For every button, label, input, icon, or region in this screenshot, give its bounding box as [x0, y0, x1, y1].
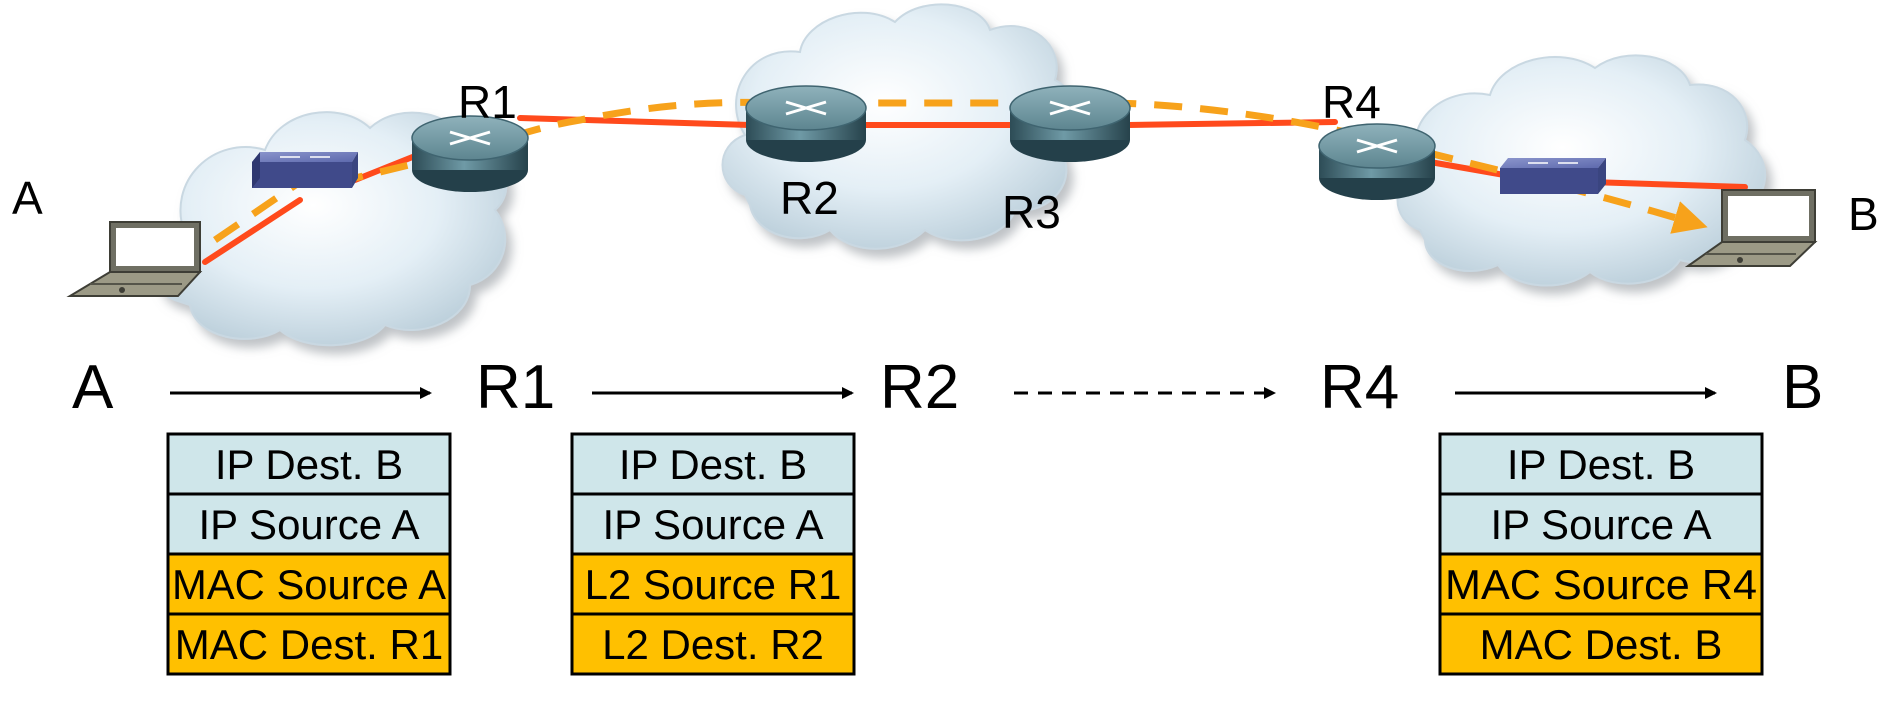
- router-r2-icon: [745, 85, 867, 162]
- router-r4-icon: [1318, 123, 1436, 200]
- flow-label-b: B: [1782, 353, 1823, 422]
- frame3-l2-dest-cell: [1438, 612, 1764, 676]
- frame2-ip-source-cell: [570, 492, 856, 556]
- flow-label-r2: R2: [880, 353, 959, 422]
- frame1-l2-source-cell: [166, 552, 452, 616]
- router-r3-icon: [1009, 85, 1131, 162]
- flow-label-r1: R1: [476, 353, 555, 422]
- frame1-ip-source-cell: [166, 492, 452, 556]
- frame3-ip-source-cell: [1438, 492, 1764, 556]
- frame2-ip-source: IP Source A: [602, 501, 823, 548]
- frame3-l2-dest: MAC Dest. B: [1480, 621, 1723, 668]
- frame-stack-a-r1: IP Dest. B IP Source A MAC Source A MAC …: [166, 432, 452, 676]
- label-router-r2: R2: [780, 172, 839, 224]
- frame1-ip-dest: IP Dest. B: [215, 441, 403, 488]
- frame3-l2-source: MAC Source R4: [1445, 561, 1757, 608]
- label-router-r4: R4: [1322, 76, 1381, 128]
- router-r1-icon: [411, 115, 529, 192]
- label-host-a: A: [12, 172, 43, 224]
- packet-path: [213, 98, 1708, 243]
- frame1-l2-dest-cell: [166, 612, 452, 676]
- frame1-ip-source: IP Source A: [198, 501, 419, 548]
- label-router-r1: R1: [458, 76, 517, 128]
- frame-stack-r4-b: IP Dest. B IP Source A MAC Source R4 MAC…: [1438, 432, 1764, 676]
- label-host-b: B: [1848, 188, 1879, 240]
- frame-stack-r1-r2: IP Dest. B IP Source A L2 Source R1 L2 D…: [570, 432, 856, 676]
- frame2-ip-dest: IP Dest. B: [619, 441, 807, 488]
- frame3-ip-source: IP Source A: [1490, 501, 1711, 548]
- flow-label-a: A: [72, 353, 114, 422]
- flow-label-r4: R4: [1320, 353, 1399, 422]
- frame2-l2-dest: L2 Dest. R2: [602, 621, 824, 668]
- frame2-l2-dest-cell: [570, 612, 856, 676]
- switch-left-icon: [252, 152, 358, 188]
- frame2-ip-dest-cell: [570, 432, 856, 496]
- label-router-r3: R3: [1002, 186, 1061, 238]
- frame1-l2-dest: MAC Dest. R1: [175, 621, 443, 668]
- frame2-l2-source: L2 Source R1: [585, 561, 842, 608]
- frame3-ip-dest: IP Dest. B: [1507, 441, 1695, 488]
- frame1-l2-source: MAC Source A: [172, 561, 446, 608]
- laptop-a-icon: [66, 221, 203, 297]
- frame3-l2-source-cell: [1438, 552, 1764, 616]
- switch-right-icon: [1500, 158, 1606, 194]
- laptop-b-icon: [1684, 189, 1818, 267]
